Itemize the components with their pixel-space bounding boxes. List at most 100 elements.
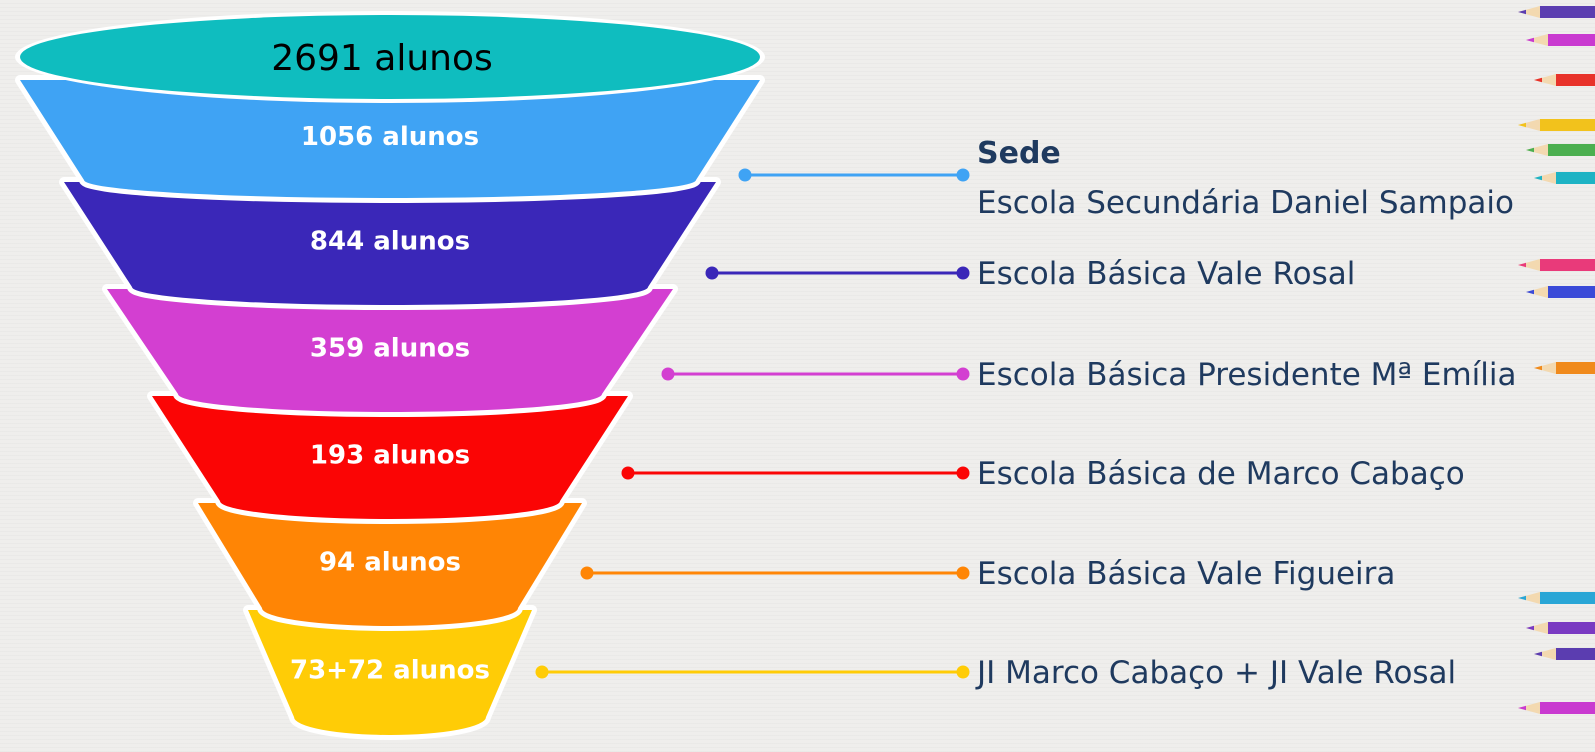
- funnel-level-label: 73+72 alunos: [290, 656, 490, 686]
- funnel-level-band: [152, 396, 628, 519]
- pencil-lead: [1526, 37, 1534, 43]
- connector-dot-start: [705, 266, 719, 280]
- pencil-wood: [1518, 702, 1540, 714]
- pencil-wood: [1518, 119, 1540, 131]
- funnel-level-label: 1056 alunos: [301, 122, 479, 152]
- pencil-wood: [1534, 74, 1556, 86]
- funnel-level-1: 1056 alunos: [15, 75, 765, 203]
- funnel-level-2: 844 alunos: [59, 177, 721, 310]
- pencil-wood: [1518, 6, 1540, 18]
- funnel-level-label: 359 alunos: [310, 334, 470, 364]
- pencil-body: [1548, 286, 1595, 298]
- school-name: Escola Básica Presidente Mª Emília: [977, 357, 1517, 393]
- funnel-level-3: 359 alunos: [102, 284, 678, 417]
- pencil-icon: [1518, 6, 1595, 18]
- connector-dot-end: [956, 466, 970, 480]
- connector-dot-start: [535, 665, 549, 679]
- funnel-level-label: 94 alunos: [319, 548, 461, 578]
- funnel-level-label: 844 alunos: [310, 227, 470, 257]
- connector-dot-end: [956, 168, 970, 182]
- connector-dot-end: [956, 566, 970, 580]
- funnel-level-6: 73+72 alunos: [243, 605, 537, 740]
- pencil-lead: [1534, 651, 1542, 657]
- pencil-icon: [1526, 622, 1595, 634]
- pencil-lead: [1518, 122, 1526, 128]
- pencil-icon: [1518, 119, 1595, 131]
- funnel-level-4: 193 alunos: [147, 391, 633, 524]
- connector-dot-end: [956, 367, 970, 381]
- pencil-body: [1540, 259, 1595, 271]
- pencil-body: [1548, 144, 1595, 156]
- pencil-body: [1540, 6, 1595, 18]
- pencil-lead: [1518, 595, 1526, 601]
- funnel-level-band: [64, 182, 716, 305]
- pencil-lead: [1526, 289, 1534, 295]
- pencil-wood: [1534, 362, 1556, 374]
- funnel-level-band: [20, 80, 760, 198]
- pencil-body: [1556, 648, 1595, 660]
- pencil-lead: [1534, 77, 1542, 83]
- pencil-icon: [1526, 144, 1595, 156]
- pencil-lead: [1518, 262, 1526, 268]
- connector-dot-end: [956, 266, 970, 280]
- pencil-wood: [1534, 648, 1556, 660]
- connector-3: [661, 367, 970, 381]
- connector-4: [621, 466, 970, 480]
- pencil-lead: [1534, 175, 1542, 181]
- funnel-level-5: 94 alunos: [193, 498, 587, 631]
- school-heading: Sede: [977, 136, 1061, 171]
- funnel-top-label: 2691 alunos: [271, 38, 493, 79]
- pencil-icon: [1526, 286, 1595, 298]
- pencil-wood: [1526, 622, 1548, 634]
- funnel-top-ellipse: [20, 15, 760, 99]
- connector-2: [705, 266, 970, 280]
- pencil-body: [1548, 34, 1595, 46]
- pencil-body: [1540, 702, 1595, 714]
- connector-dot-start: [621, 466, 635, 480]
- colored-pencils-decoration: [1518, 6, 1595, 714]
- pencil-wood: [1526, 34, 1548, 46]
- pencil-body: [1548, 622, 1595, 634]
- pencil-body: [1556, 172, 1595, 184]
- pencil-lead: [1526, 147, 1534, 153]
- pencil-lead: [1534, 365, 1542, 371]
- funnel-top: 2691 alunos: [15, 11, 765, 103]
- funnel-level-band: [107, 289, 673, 412]
- school-name: Escola Básica Vale Rosal: [977, 256, 1355, 292]
- funnel-level-label: 193 alunos: [310, 441, 470, 471]
- connector-dot-start: [580, 566, 594, 580]
- funnel: 73+72 alunos 94 alunos 193 alunos 359 aluno…: [15, 11, 765, 740]
- pencil-body: [1556, 74, 1595, 86]
- pencil-icon: [1518, 259, 1595, 271]
- pencil-icon: [1518, 702, 1595, 714]
- connector-dot-start: [738, 168, 752, 182]
- pencil-wood: [1526, 286, 1548, 298]
- pencil-wood: [1518, 592, 1540, 604]
- pencil-icon: [1534, 74, 1595, 86]
- pencil-lead: [1526, 625, 1534, 631]
- school-name: Escola Básica de Marco Cabaço: [977, 456, 1465, 492]
- pencil-body: [1556, 362, 1595, 374]
- pencil-icon: [1526, 34, 1595, 46]
- pencil-icon: [1534, 172, 1595, 184]
- school-connectors: [535, 168, 970, 679]
- pencil-lead: [1518, 705, 1526, 711]
- pencil-wood: [1526, 144, 1548, 156]
- pencil-wood: [1534, 172, 1556, 184]
- pencil-lead: [1518, 9, 1526, 15]
- pencil-wood: [1518, 259, 1540, 271]
- connector-1: [738, 168, 970, 182]
- funnel-level-band: [248, 610, 532, 735]
- connector-6: [535, 665, 970, 679]
- connector-5: [580, 566, 970, 580]
- connector-dot-start: [661, 367, 675, 381]
- school-name: Escola Secundária Daniel Sampaio: [977, 185, 1514, 221]
- pencil-body: [1540, 119, 1595, 131]
- pencil-icon: [1534, 362, 1595, 374]
- pencil-icon: [1534, 648, 1595, 660]
- school-name: Escola Básica Vale Figueira: [977, 556, 1395, 592]
- pencil-body: [1540, 592, 1595, 604]
- pencil-icon: [1518, 592, 1595, 604]
